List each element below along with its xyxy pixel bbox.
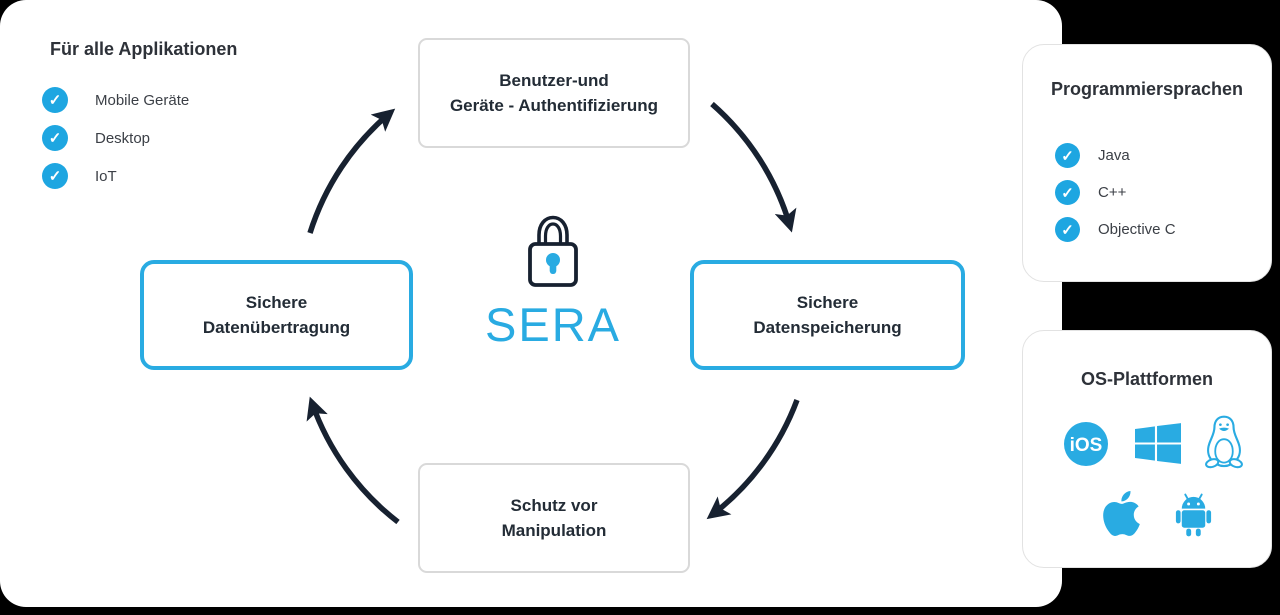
check-icon: ✓ — [1055, 180, 1080, 205]
check-icon: ✓ — [42, 163, 68, 189]
application-item-label: Desktop — [95, 129, 151, 147]
diagram-canvas: Für alle Applikationen ✓ Mobile Geräte ✓… — [0, 0, 1062, 607]
ios-icon: iOS — [1064, 422, 1108, 466]
apple-icon — [1103, 491, 1140, 536]
languages-list: ✓ Java ✓ C++ ✓ Objective C — [1055, 143, 1176, 242]
windows-icon — [1135, 423, 1181, 464]
cycle-arrows — [306, 101, 800, 525]
arrow-bottom-to-left — [306, 396, 400, 525]
arrow-left-to-top — [307, 108, 396, 234]
arrow-right-to-bottom — [706, 399, 800, 520]
svg-text:iOS: iOS — [1070, 435, 1103, 456]
language-item-label: Objective C — [1098, 221, 1176, 238]
linux-tux-icon — [1205, 415, 1243, 469]
node-label: Schutz vor Manipulation — [501, 495, 607, 541]
node-data-storage: Sichere Datenspeicherung — [690, 260, 965, 370]
check-icon: ✓ — [1055, 143, 1080, 168]
application-item: ✓ Desktop — [42, 125, 189, 151]
applications-title: Für alle Applikationen — [50, 39, 238, 59]
language-item: ✓ C++ — [1055, 180, 1176, 205]
language-item-label: Java — [1098, 147, 1130, 164]
application-item: ✓ IoT — [42, 163, 189, 189]
node-label: Benutzer-und Geräte - Authentifizierung — [449, 70, 659, 116]
application-item: ✓ Mobile Geräte — [42, 87, 189, 113]
node-label: Sichere Datenspeicherung — [753, 292, 902, 338]
check-icon: ✓ — [1055, 217, 1080, 242]
android-icon — [1175, 493, 1212, 537]
languages-card: Programmiersprachen ✓ Java ✓ C++ ✓ Objec… — [1022, 44, 1272, 282]
brand-title: SERA — [485, 298, 621, 351]
check-icon: ✓ — [42, 125, 68, 151]
language-item: ✓ Java — [1055, 143, 1176, 168]
applications-list: ✓ Mobile Geräte ✓ Desktop ✓ IoT — [42, 87, 189, 189]
languages-card-title: Programmiersprachen — [1050, 79, 1244, 99]
application-item-label: IoT — [95, 167, 117, 185]
arrow-top-to-right — [710, 101, 797, 233]
node-authentication: Benutzer-und Geräte - Authentifizierung — [418, 38, 690, 148]
language-item-label: C++ — [1098, 184, 1127, 201]
check-icon: ✓ — [42, 87, 68, 113]
node-data-transmission: Sichere Datenübertragung — [140, 260, 413, 370]
application-item-label: Mobile Geräte — [95, 91, 190, 109]
node-label: Sichere Datenübertragung — [202, 292, 351, 338]
padlock-icon — [528, 215, 578, 287]
platforms-card: OS-Plattformen iOS — [1022, 330, 1272, 568]
platforms-card-title: OS-Plattformen — [1080, 369, 1213, 389]
language-item: ✓ Objective C — [1055, 217, 1176, 242]
node-manipulation-protection: Schutz vor Manipulation — [418, 463, 690, 573]
